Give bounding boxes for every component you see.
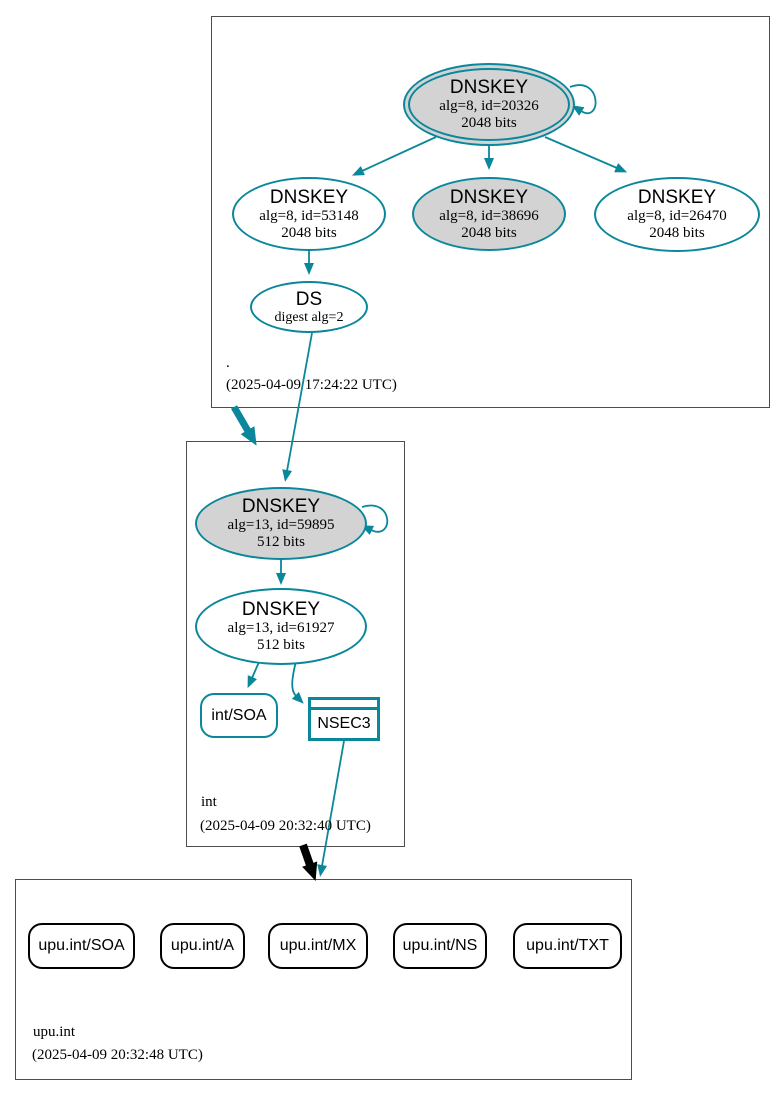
node-title: DS (295, 288, 323, 310)
zone-timestamp-int: (2025-04-09 20:32:40 UTC) (200, 818, 371, 834)
zone-label-upu-int: upu.int (33, 1024, 76, 1040)
ksk-double-ring (408, 68, 570, 141)
node-detail: alg=8, id=20326 (439, 98, 539, 115)
zone-label-root: . (226, 355, 230, 371)
dnskey-node-root-ksk-20326[interactable]: DNSKEY alg=8, id=20326 2048 bits (403, 63, 575, 146)
rrset-label: upu.int/MX (279, 937, 357, 954)
node-detail: alg=13, id=61927 (227, 620, 335, 637)
nsec3-label: NSEC3 (317, 715, 371, 732)
dnskey-node-root-53148[interactable]: DNSKEY alg=8, id=53148 2048 bits (232, 177, 386, 251)
nsec3-node-int[interactable]: NSEC3 (308, 697, 380, 741)
zone-box-upu-int (15, 879, 632, 1080)
rrset-label: upu.int/NS (402, 937, 478, 954)
node-title: DNSKEY (449, 186, 529, 208)
node-detail: 2048 bits (649, 225, 705, 242)
zone-box-root (211, 16, 770, 408)
node-detail: 512 bits (257, 637, 305, 654)
node-detail: 2048 bits (461, 224, 517, 241)
zone-box-int (186, 441, 405, 847)
zone-timestamp-upu-int: (2025-04-09 20:32:48 UTC) (32, 1047, 203, 1063)
dnskey-node-root-26470[interactable]: DNSKEY alg=8, id=26470 2048 bits (594, 177, 760, 252)
ds-node-root[interactable]: DS digest alg=2 (250, 281, 368, 333)
edge-delegation-int-to-upu-insecure (299, 843, 318, 882)
rrset-label: int/SOA (211, 706, 267, 724)
node-detail: alg=8, id=38696 (439, 207, 539, 224)
edge-root-ksk-to-zsk26470 (544, 136, 628, 173)
node-detail: alg=8, id=26470 (627, 208, 727, 225)
rrset-label: upu.int/TXT (526, 937, 609, 954)
edge-root-ksk-selfloop (569, 84, 597, 116)
node-detail: alg=13, id=59895 (227, 517, 335, 534)
node-title: DNSKEY (241, 496, 321, 518)
edge-int-ksk-selfloop (361, 504, 389, 535)
node-detail: 512 bits (257, 534, 305, 551)
edge-ds-to-int-ksk (282, 332, 313, 482)
zone-timestamp-root: (2025-04-09 17:24:22 UTC) (226, 377, 397, 393)
node-title: DNSKEY (241, 599, 321, 621)
rrset-label: upu.int/SOA (38, 937, 125, 954)
rrset-node-upu-soa[interactable]: upu.int/SOA (28, 923, 135, 969)
nsec3-label-cell: NSEC3 (311, 710, 377, 738)
node-detail: digest alg=2 (274, 309, 344, 325)
node-detail: alg=8, id=53148 (259, 207, 359, 224)
rrset-node-upu-ns[interactable]: upu.int/NS (393, 923, 487, 969)
edge-root-ksk-to-zsk53148 (352, 136, 437, 176)
rrset-node-int-soa[interactable]: int/SOA (200, 693, 278, 738)
dnskey-node-root-38696[interactable]: DNSKEY alg=8, id=38696 2048 bits (412, 177, 566, 251)
edge-int-zsk-to-nsec3 (291, 660, 304, 704)
rrset-node-upu-mx[interactable]: upu.int/MX (268, 923, 368, 969)
rrset-node-upu-txt[interactable]: upu.int/TXT (513, 923, 622, 969)
node-title: DNSKEY (449, 77, 529, 99)
dnskey-node-int-zsk-61927[interactable]: DNSKEY alg=13, id=61927 512 bits (195, 588, 367, 665)
zone-label-int: int (201, 794, 217, 810)
edge-int-zsk-to-soa (247, 661, 260, 689)
rrset-label: upu.int/A (170, 937, 235, 954)
node-title: DNSKEY (637, 187, 717, 209)
node-title: DNSKEY (269, 186, 349, 208)
nsec3-top-cell (311, 700, 377, 707)
node-detail: 2048 bits (281, 224, 337, 241)
node-detail: 2048 bits (461, 115, 517, 132)
dnskey-node-int-ksk-59895[interactable]: DNSKEY alg=13, id=59895 512 bits (195, 487, 367, 560)
edge-delegation-root-to-int (230, 405, 257, 446)
rrset-node-upu-a[interactable]: upu.int/A (160, 923, 245, 969)
edge-nsec3-to-upu (317, 740, 345, 877)
